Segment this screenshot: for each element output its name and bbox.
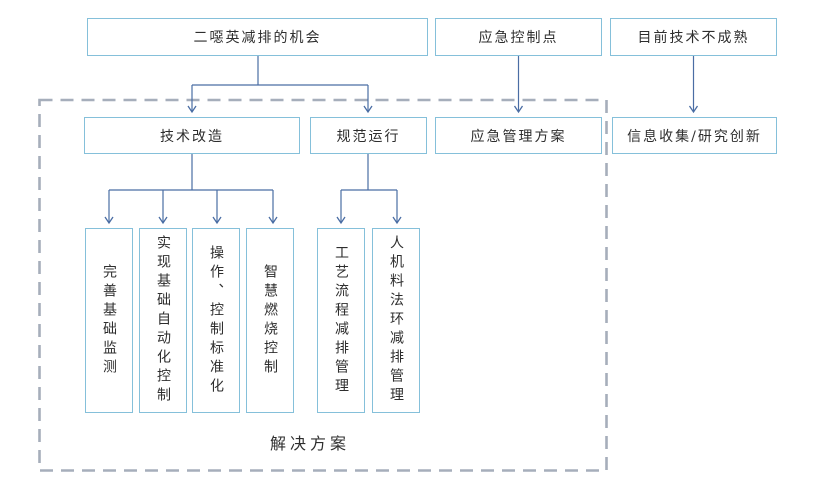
node-man-machine-material-management: 人机料法环减排管理 bbox=[372, 228, 420, 413]
node-info-collection-research: 信息收集/研究创新 bbox=[612, 117, 777, 154]
node-smart-combustion-control: 智慧燃烧控制 bbox=[246, 228, 294, 413]
node-basic-automation-control: 实现基础自动化控制 bbox=[139, 228, 187, 413]
node-label: 工艺流程减排管理 bbox=[333, 244, 349, 397]
node-technology-immature: 目前技术不成熟 bbox=[610, 18, 777, 56]
node-label: 智慧燃烧控制 bbox=[262, 263, 278, 378]
node-standard-operation: 规范运行 bbox=[310, 117, 427, 154]
node-process-emission-management: 工艺流程减排管理 bbox=[317, 228, 365, 413]
solution-group-label: 解决方案 bbox=[269, 434, 350, 453]
node-basic-monitoring: 完善基础监测 bbox=[85, 228, 133, 413]
node-emergency-management-plan: 应急管理方案 bbox=[435, 117, 602, 154]
node-label: 人机料法环减排管理 bbox=[388, 235, 404, 406]
node-label: 实现基础自动化控制 bbox=[155, 235, 171, 406]
node-technical-upgrade: 技术改造 bbox=[84, 117, 300, 154]
node-operation-control-standardization: 操作、控制标准化 bbox=[192, 228, 240, 413]
node-emergency-control-point: 应急控制点 bbox=[435, 18, 602, 56]
node-label: 操作、控制标准化 bbox=[208, 244, 224, 397]
node-label: 完善基础监测 bbox=[101, 263, 117, 378]
node-dioxin-reduction-opportunity: 二噁英减排的机会 bbox=[87, 18, 428, 56]
